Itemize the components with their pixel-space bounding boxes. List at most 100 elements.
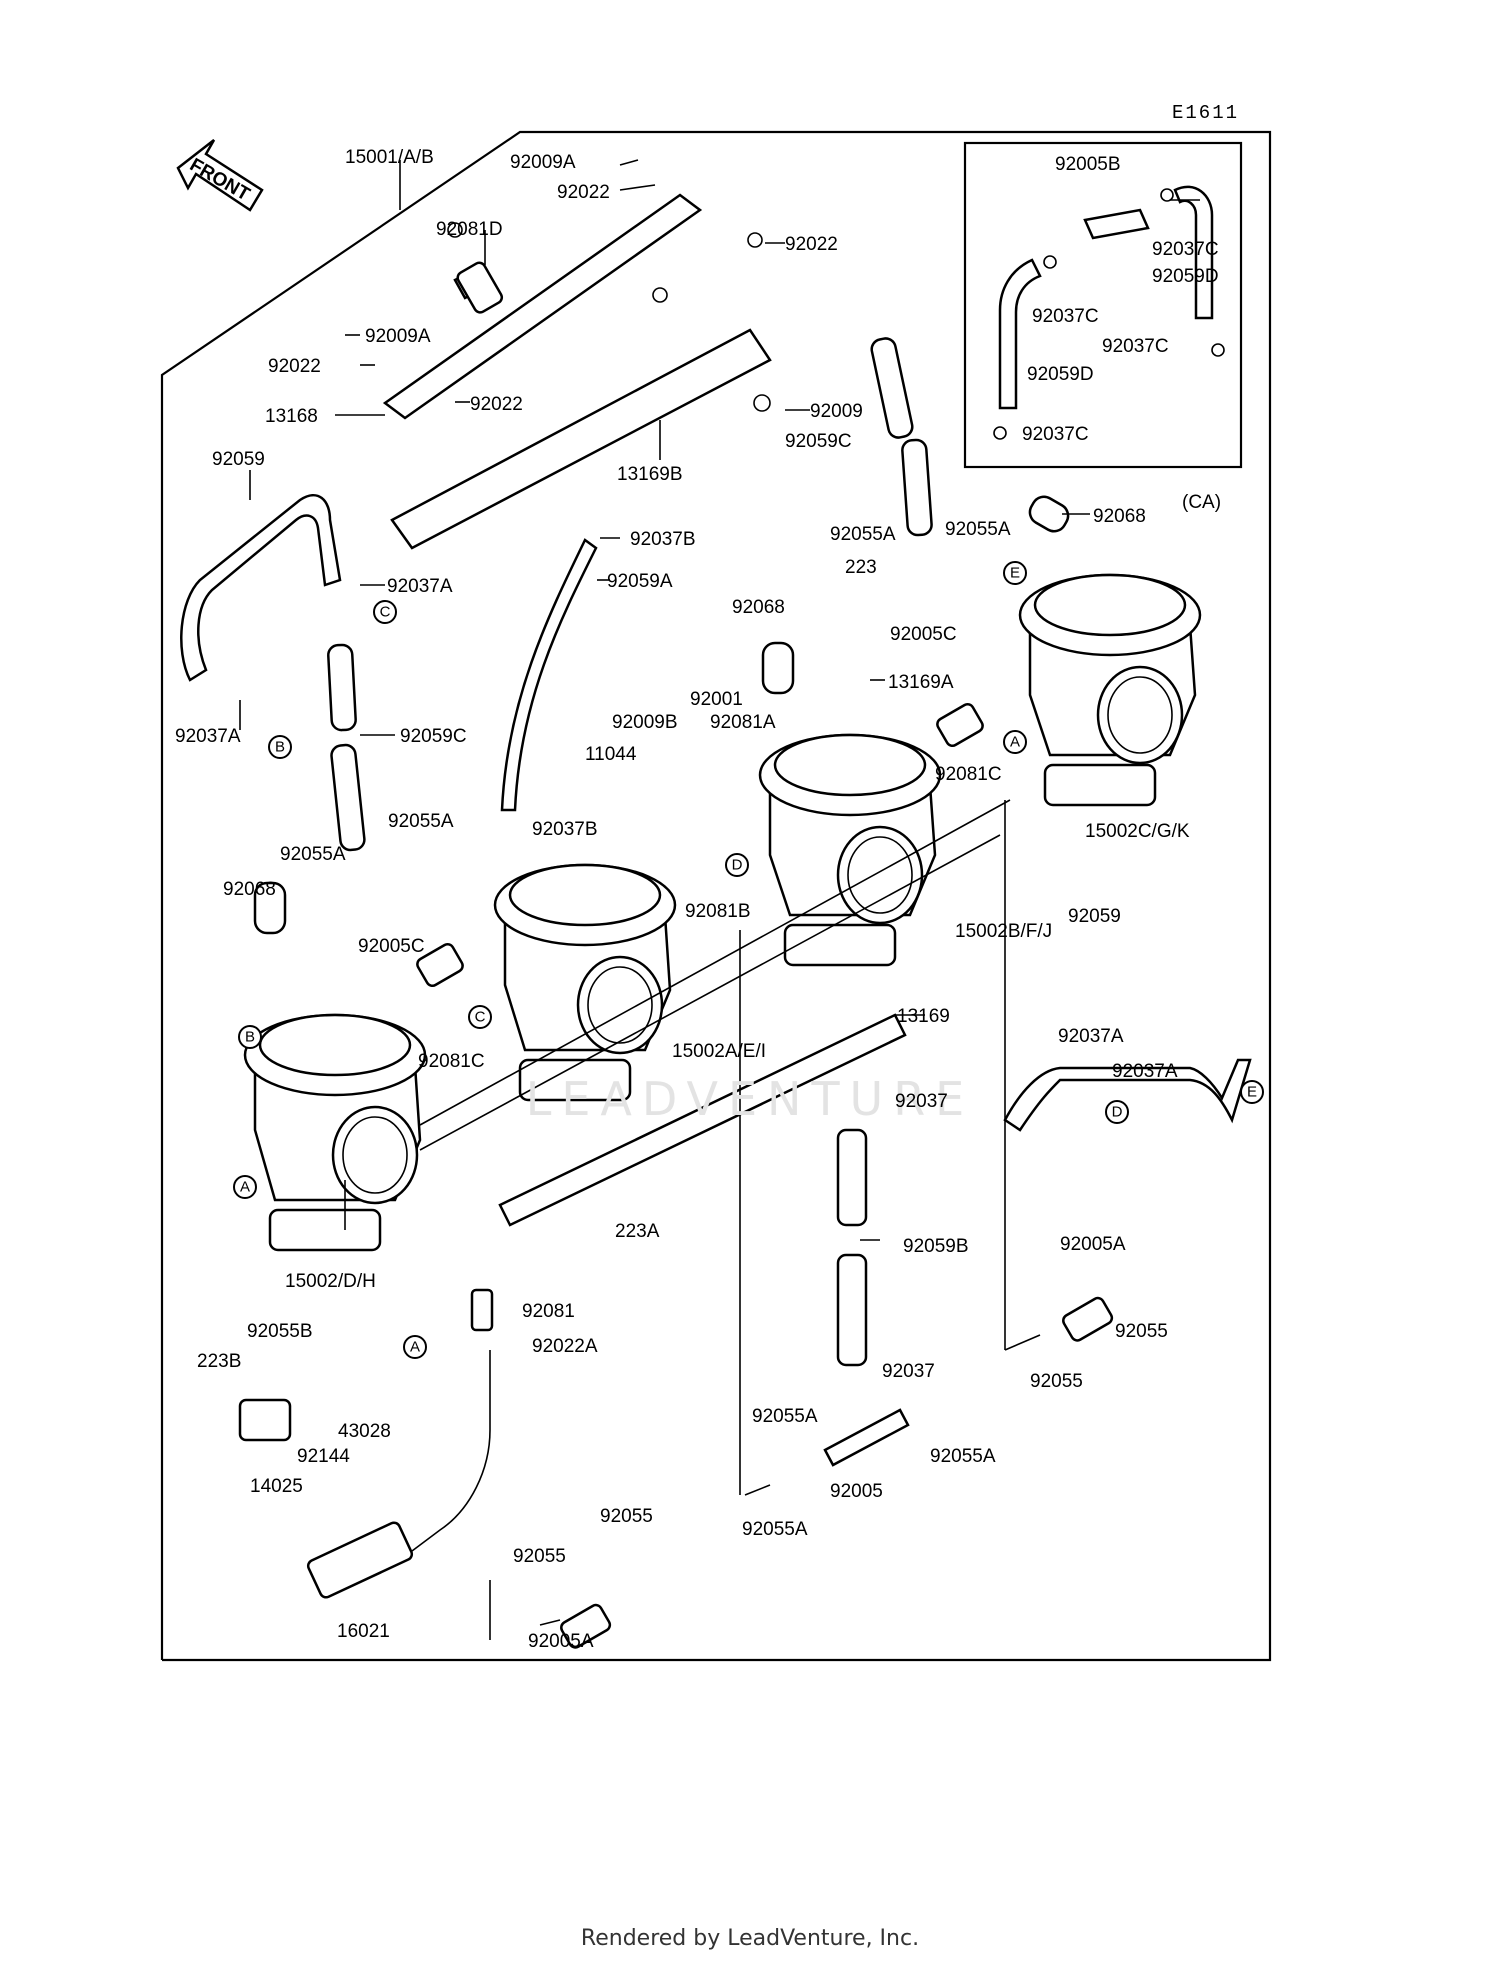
label-92037-b: 92037 (882, 1361, 935, 1382)
label-223: 223 (845, 557, 877, 578)
label-223A: 223A (615, 1221, 660, 1242)
label-92059D-b: 92059D (1027, 364, 1094, 385)
leader-lines (239, 159, 1200, 1640)
label-15002AEI: 15002A/E/I (672, 1041, 766, 1062)
hose-92059C-left-bottom (330, 743, 366, 852)
hose-92059A (500, 538, 598, 812)
label-92055A-f: 92055A (930, 1446, 996, 1467)
label-223B: 223B (197, 1351, 241, 1372)
label-92037C-d: 92037C (1022, 424, 1089, 445)
bracket-13169 (498, 1013, 907, 1227)
cap-92068-top (1028, 495, 1070, 533)
label-92005A-b: 92005A (528, 1631, 594, 1652)
label-92055-b: 92055 (1030, 1371, 1083, 1392)
label-92037B-mid: 92037B (532, 819, 598, 840)
svg-text:E: E (1010, 565, 1020, 582)
label-92055A-b: 92055A (945, 519, 1011, 540)
marker-E-top: E (1003, 561, 1027, 585)
label-92059B: 92059B (903, 1236, 969, 1257)
hose-92059-right (1003, 1058, 1252, 1132)
label-92037A-a: 92037A (387, 576, 453, 597)
inset-box (963, 141, 1243, 469)
label-92081C-b: 92081C (418, 1051, 485, 1072)
spring-92081C-left (416, 942, 464, 988)
label-16021: 16021 (337, 1621, 390, 1642)
svg-text:C: C (380, 604, 391, 621)
label-92068-top: 92068 (1093, 506, 1146, 527)
label-92037A-b: 92037A (175, 726, 241, 747)
label-92009: 92009 (810, 401, 863, 422)
label-92037C-c: 92037C (1102, 336, 1169, 357)
main-frame (160, 130, 1272, 1662)
label-92005C-b: 92005C (358, 936, 425, 957)
cap-92068-left (253, 881, 287, 935)
label-92005C-a: 92005C (890, 624, 957, 645)
hose-92059B-top (836, 1128, 868, 1227)
svg-text:E: E (1247, 1084, 1257, 1101)
label-13168: 13168 (265, 406, 318, 427)
label-15002DH: 15002/D/H (285, 1271, 376, 1292)
watermark: LEADVENTURE (526, 1072, 975, 1126)
marker-A-carb: A (233, 1175, 257, 1199)
label-92005: 92005 (830, 1481, 883, 1502)
label-92059-right: 92059 (1068, 906, 1121, 927)
hose-92059B-bottom (836, 1253, 868, 1367)
marker-B-left: B (268, 735, 292, 759)
label-92009A-top: 92009A (510, 152, 576, 173)
footer-credit: Rendered by LeadVenture, Inc. (581, 1926, 919, 1951)
label-92144: 92144 (297, 1446, 350, 1467)
bracket-upper (382, 193, 772, 550)
label-92005B: 92005B (1055, 154, 1121, 175)
hose-92059C-top (870, 337, 914, 439)
label-92022-c: 92022 (268, 356, 321, 377)
label-92022A: 92022A (532, 1336, 598, 1357)
label-92037C-b: 92037C (1032, 306, 1099, 327)
carburetor-15002DH (243, 1013, 427, 1252)
label-92005A-a: 92005A (1060, 1234, 1126, 1255)
label-92055A-d: 92055A (280, 844, 346, 865)
svg-text:A: A (1010, 734, 1020, 751)
label-92059-left: 92059 (212, 449, 265, 470)
label-13169: 13169 (897, 1006, 950, 1027)
marker-C-top: C (373, 600, 397, 624)
spring-92081 (470, 1288, 494, 1332)
label-92081: 92081 (522, 1301, 575, 1322)
label-92055-a: 92055 (1115, 1321, 1168, 1342)
pipe-92005A-right (1062, 1296, 1114, 1342)
label-92055A-e: 92055A (752, 1406, 818, 1427)
carburetor-15002AEI (493, 863, 677, 1102)
label-92037A-d: 92037A (1112, 1061, 1178, 1082)
inset-label: (CA) (1182, 492, 1221, 513)
bracket-16021 (306, 1521, 414, 1599)
label-92081A: 92081A (710, 712, 776, 733)
marker-A-bottom: A (403, 1335, 427, 1359)
label-92059C-left: 92059C (400, 726, 467, 747)
label-92037A-c: 92037A (1058, 1026, 1124, 1047)
label-15002BFJ: 15002B/F/J (955, 921, 1052, 942)
svg-text:A: A (240, 1179, 250, 1196)
hose-92059C-left-top (327, 643, 357, 732)
label-92022-b: 92022 (785, 234, 838, 255)
svg-text:C: C (475, 1009, 486, 1026)
label-92059A: 92059A (607, 571, 673, 592)
svg-text:D: D (1112, 1104, 1123, 1121)
svg-text:D: D (732, 857, 743, 874)
label-92081C-a: 92081C (935, 764, 1002, 785)
marker-D-right: D (1105, 1100, 1129, 1124)
label-13169A: 13169A (888, 672, 954, 693)
hose-92059C-bottom (901, 438, 933, 537)
label-92055A-g: 92055A (742, 1519, 808, 1540)
marker-A-right: A (1003, 730, 1027, 754)
carburetor-15002CGK (1018, 573, 1202, 807)
label-92055A-a: 92055A (830, 524, 896, 545)
label-92037-a: 92037 (895, 1091, 948, 1112)
label-92022-a: 92022 (557, 182, 610, 203)
label-92055A-c: 92055A (388, 811, 454, 832)
spring-92081C-right (936, 702, 984, 748)
pipe-92005A-left (560, 1603, 612, 1649)
carburetor-15002BFJ (758, 733, 942, 967)
svg-text:B: B (275, 739, 285, 756)
label-92009A-mid: 92009A (365, 326, 431, 347)
label-92055-c: 92055 (600, 1506, 653, 1527)
